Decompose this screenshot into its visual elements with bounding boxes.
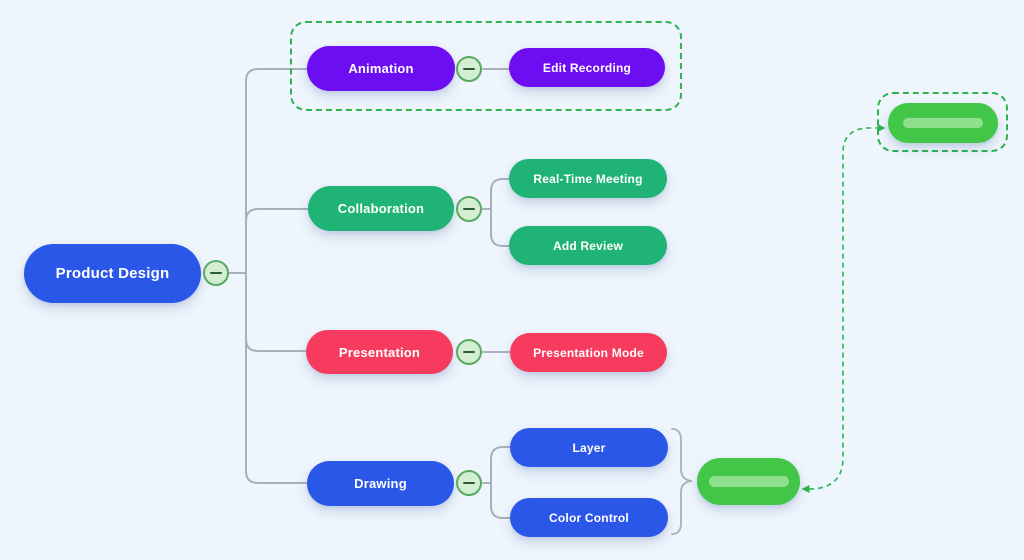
minus-icon	[463, 482, 475, 484]
floating-node-selection	[877, 92, 1008, 152]
branch-node-collaboration[interactable]: Collaboration	[308, 186, 454, 231]
relationship-arrow	[801, 124, 886, 493]
root-node-product-design[interactable]: Product Design	[24, 244, 201, 303]
leaf-label: Edit Recording	[542, 60, 632, 75]
summary-brace	[671, 428, 693, 535]
branch-node-drawing[interactable]: Drawing	[307, 461, 454, 506]
leaf-label: Color Control	[549, 510, 629, 525]
leaf-label: Layer	[572, 440, 606, 455]
animation-group-selection	[290, 21, 682, 111]
leaf-node-real-time-meeting[interactable]: Real-Time Meeting	[509, 159, 667, 198]
leaf-label: Add Review	[552, 238, 623, 253]
connector-collaboration	[245, 208, 309, 274]
summary-placeholder-bar	[708, 476, 789, 487]
floating-placeholder-bar	[903, 118, 983, 128]
leaf-label: Presentation Mode	[533, 345, 644, 360]
branch-node-presentation[interactable]: Presentation	[306, 330, 453, 374]
connector-drawing	[245, 272, 308, 484]
connector-collab-children	[482, 178, 510, 247]
branch-node-animation[interactable]: Animation	[307, 46, 455, 91]
summary-node[interactable]	[697, 458, 800, 505]
collapse-button-root[interactable]	[203, 260, 229, 286]
branch-label: Drawing	[354, 476, 407, 491]
minus-icon	[463, 208, 475, 210]
leaf-node-add-review[interactable]: Add Review	[509, 226, 667, 265]
minus-icon	[463, 68, 475, 70]
branch-label: Presentation	[338, 344, 421, 360]
leaf-node-presentation-mode[interactable]: Presentation Mode	[510, 333, 667, 372]
leaf-node-layer[interactable]: Layer	[510, 428, 668, 467]
collapse-button-presentation[interactable]	[456, 339, 482, 365]
leaf-node-color-control[interactable]: Color Control	[510, 498, 668, 537]
collapse-button-animation[interactable]	[456, 56, 482, 82]
root-node-label: Product Design	[55, 265, 170, 282]
branch-label: Animation	[348, 61, 414, 76]
floating-node[interactable]	[888, 103, 998, 143]
leaf-label: Real-Time Meeting	[533, 171, 643, 186]
minus-icon	[210, 272, 222, 274]
collapse-button-drawing[interactable]	[456, 470, 482, 496]
connector-drawing-children	[482, 446, 511, 519]
leaf-node-edit-recording[interactable]: Edit Recording	[509, 48, 665, 87]
collapse-button-collaboration[interactable]	[456, 196, 482, 222]
connector-presentation	[245, 272, 307, 352]
branch-label: Collaboration	[337, 201, 425, 216]
minus-icon	[463, 351, 475, 353]
